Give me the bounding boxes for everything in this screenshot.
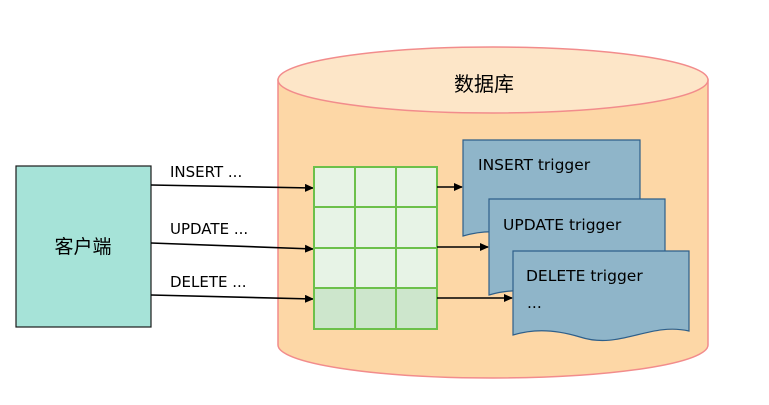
client-box: 客户端: [15, 165, 152, 328]
delete-trigger-doc: DELETE trigger ...: [512, 250, 690, 342]
delete-arrow: [150, 294, 314, 303]
delete-op-label: DELETE ...: [170, 273, 247, 291]
trigger-documents: INSERT trigger UPDATE trigger DELETE tri…: [462, 139, 690, 342]
insert-arrow: [150, 183, 314, 192]
client-rect: [15, 165, 152, 328]
insert-trigger-label: INSERT trigger: [478, 156, 591, 174]
table-last-row: [314, 288, 437, 329]
update-op-label: UPDATE ...: [170, 220, 248, 238]
table-grid-lines: [313, 166, 438, 330]
cylinder-top: [277, 46, 709, 114]
insert-op-label: INSERT ...: [170, 163, 242, 181]
delete-trigger-label: DELETE trigger: [526, 267, 643, 285]
operation-arrows: INSERT ... UPDATE ... DELETE ...: [150, 163, 314, 303]
update-arrow: [150, 242, 314, 253]
trigger-more-label: ...: [527, 294, 542, 312]
update-trigger-label: UPDATE trigger: [503, 216, 622, 234]
data-table: [313, 166, 438, 330]
client-label: 客户端: [54, 236, 111, 258]
trigger-arrows: [437, 183, 513, 302]
database-title: 数据库: [454, 72, 514, 96]
